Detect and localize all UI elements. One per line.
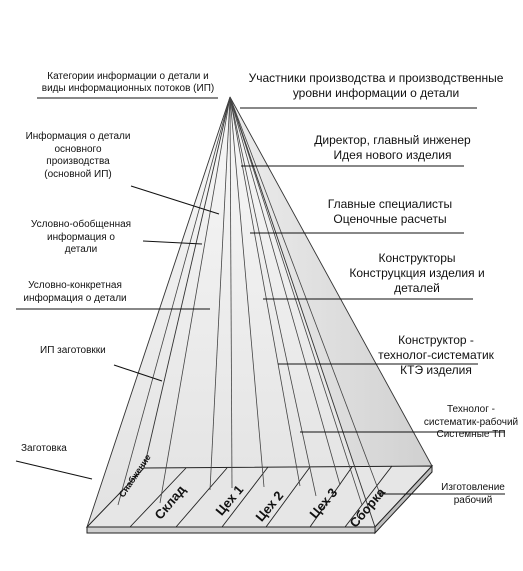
base-side-face <box>374 464 433 535</box>
left-label-blank-flow: ИП заготовкки <box>40 345 106 358</box>
left-label-main-info-line: Информация о детали <box>25 131 131 142</box>
right-header-line-2: уровни информации о детали <box>292 86 460 100</box>
right-label-manufacturing-line: Изготовление <box>441 482 505 493</box>
left-header-title: Категории информации о детали и виды инф… <box>33 71 223 95</box>
left-label-concrete-info-line: информация о детали <box>23 292 127 304</box>
information-flow-lines <box>117 96 381 506</box>
right-label-technologist-worker: Технолог - систематик-рабочий Системные … <box>419 404 523 442</box>
right-label-chief-specialists-line: Главные специалисты <box>327 197 453 211</box>
left-label-generalized-info-line: информация о <box>47 231 115 243</box>
left-label-concrete-info-line: Условно-конкретная <box>28 280 122 291</box>
left-header-line-2: виды информационных потоков (ИП) <box>41 83 215 94</box>
left-label-generalized-info-line: Условно-обобщенная <box>30 219 132 230</box>
right-label-designers-line: Конструцкция изделия и <box>349 266 485 280</box>
right-label-technologist-worker-line: систематик-рабочий <box>423 416 519 428</box>
left-label-blank-line: Заготовка <box>21 443 67 454</box>
right-label-designers-line: деталей <box>394 281 440 295</box>
right-label-director: Директор, главный инженер Идея нового из… <box>300 133 485 163</box>
right-leader-lines <box>240 107 505 495</box>
left-label-blank: Заготовка <box>21 443 67 456</box>
base-front-face <box>86 526 376 534</box>
base-section-dividers <box>129 465 393 528</box>
left-label-generalized-info: Условно-обобщенная информация о детали <box>18 219 144 257</box>
left-label-main-info-line: производства <box>46 156 110 167</box>
right-label-manufacturing: Изготовление рабочий <box>433 482 513 507</box>
pyramid-right-face <box>230 97 432 527</box>
right-label-designers: Конструкторы Конструцкция изделия и дета… <box>337 251 497 296</box>
left-label-generalized-info-line: детали <box>64 244 98 255</box>
left-leader-lines <box>15 97 220 480</box>
right-label-technologist-worker-line: Технолог - <box>446 404 496 415</box>
left-label-blank-flow-line: ИП заготовкки <box>40 345 106 356</box>
right-label-technologist-worker-line: Системные ТП <box>436 429 506 440</box>
right-label-designer-technologist-line: Конструктор - <box>398 333 474 347</box>
left-header-line-1: Категории информации о детали и <box>47 71 209 82</box>
right-label-designers-line: Конструкторы <box>378 251 456 265</box>
right-label-manufacturing-line: рабочий <box>453 494 493 506</box>
right-label-designer-technologist-line: КТЭ изделия <box>400 363 472 377</box>
left-label-main-info-line: основного <box>54 143 102 155</box>
right-label-director-line: Директор, главный инженер <box>314 133 471 147</box>
right-label-designer-technologist-line: технолог-систематик <box>378 348 494 362</box>
right-header-line-1: Участники производства и производственны… <box>248 71 504 85</box>
pyramid-edges <box>86 96 433 528</box>
left-label-main-info-line: (основной ИП) <box>44 168 112 180</box>
left-label-concrete-info: Условно-конкретная информация о детали <box>10 280 140 305</box>
left-label-main-info: Информация о детали основного производст… <box>16 131 140 181</box>
right-label-designer-technologist: Конструктор - технолог-систематик КТЭ из… <box>356 333 516 378</box>
right-label-director-line: Идея нового изделия <box>333 148 452 162</box>
right-header-title: Участники производства и производственны… <box>232 71 520 101</box>
right-label-chief-specialists: Главные специалисты Оценочные расчеты <box>315 197 465 227</box>
right-label-chief-specialists-line: Оценочные расчеты <box>333 212 447 226</box>
